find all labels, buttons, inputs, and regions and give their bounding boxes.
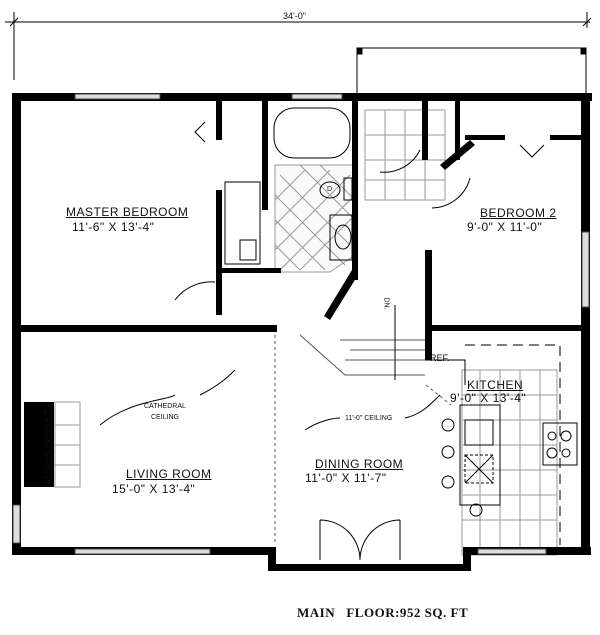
eleven-foot-ceiling-note: 11'-0" CEILING (345, 415, 393, 422)
dining-room-size: 11'-0" X 11'-7" (305, 471, 387, 485)
refrigerator-label: REF. (430, 353, 450, 363)
dryer-label: D (327, 186, 333, 193)
bathtub (273, 107, 351, 159)
fireplace-box (26, 424, 50, 471)
cathedral-note: CATHEDRAL (144, 403, 186, 410)
living-room-size: 15'-0" X 13'-4" (112, 482, 196, 496)
dining-room-label: DINING ROOM (315, 457, 404, 471)
door-swing (174, 281, 216, 301)
tile-floors (274, 109, 558, 556)
fireplace-note: OPTIONAL FIREPLACE (44, 408, 52, 485)
master-bedroom-size: 11'-6" X 13'-4" (72, 220, 155, 234)
bedroom-2-label: BEDROOM 2 (480, 206, 557, 220)
bedroom-2-size: 9'-0" X 11'-0" (467, 220, 543, 234)
kitchen-label: KITCHEN (467, 378, 524, 392)
vanity (329, 214, 353, 261)
master-bedroom-label: MASTER BEDROOM (66, 205, 189, 219)
dimension-line (5, 12, 592, 80)
overall-width-dimension: 34'-0" (283, 11, 306, 21)
ceiling-note: CEILING (151, 414, 180, 421)
stairs-down-label: DN. (382, 297, 390, 310)
living-room-label: LIVING ROOM (126, 467, 212, 481)
floor-area-caption: MAIN FLOOR:952 SQ. FT (297, 605, 469, 620)
kitchen-size: 9'-0" X 13'-4" (450, 391, 527, 405)
windows (12, 93, 590, 555)
front-porch-outline (356, 47, 587, 97)
fixtures (26, 107, 578, 561)
dryer (319, 181, 341, 199)
closet (224, 181, 261, 265)
